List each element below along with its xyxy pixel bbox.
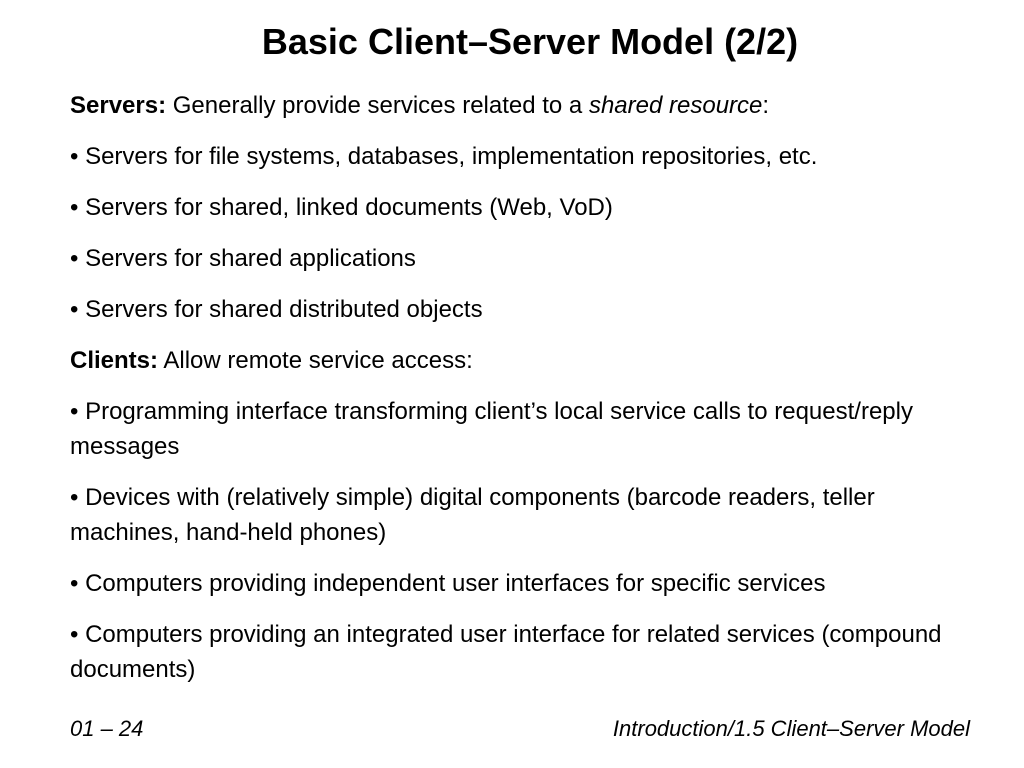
servers-bullet-3: • Servers for shared applications — [70, 245, 416, 272]
servers-colon: : — [762, 92, 770, 119]
slide-body: Servers: Generally provide services rela… — [70, 88, 990, 703]
clients-heading: Clients: Allow remote service access: — [70, 343, 990, 378]
clients-bullet-4: • Computers providing an integrated user… — [70, 621, 942, 683]
servers-intro: Generally provide services related to a — [166, 92, 589, 119]
clients-intro: Allow remote service access: — [158, 347, 473, 374]
clients-label: Clients: — [70, 347, 159, 374]
servers-bullet-2: • Servers for shared, linked documents (… — [70, 194, 613, 221]
servers-heading: Servers: Generally provide services rela… — [70, 88, 990, 123]
clients-bullet-3: • Computers providing independent user i… — [70, 570, 826, 597]
footer-page-number: 01 – 24 — [70, 716, 144, 741]
servers-label: Servers: — [70, 92, 167, 119]
footer-section: Introduction/1.5 Client–Server Model — [612, 716, 970, 741]
clients-bullet-2: • Devices with (relatively simple) digit… — [70, 484, 875, 546]
servers-emphasis: shared resource — [588, 92, 763, 119]
servers-bullet-4: • Servers for shared distributed objects — [70, 296, 483, 323]
servers-bullet-1: • Servers for file systems, databases, i… — [70, 143, 818, 170]
slide-title: Basic Client–Server Model (2/2) — [261, 21, 799, 62]
clients-bullet-1: • Programming interface transforming cli… — [70, 398, 913, 460]
